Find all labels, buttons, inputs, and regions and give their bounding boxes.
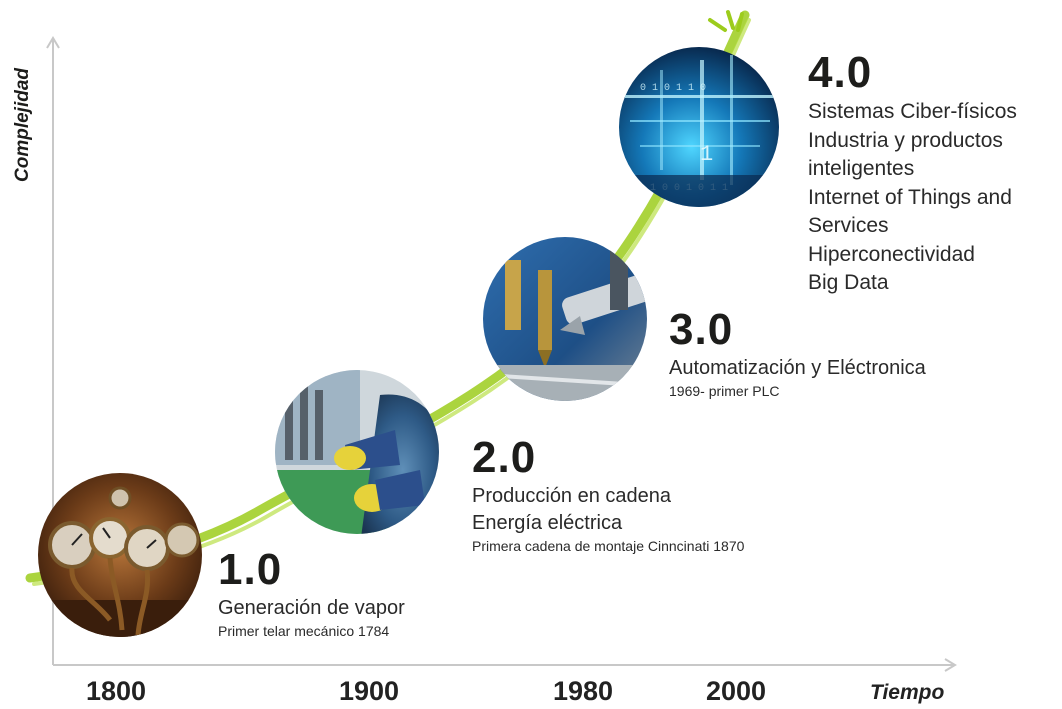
stage-number: 3.0 bbox=[669, 305, 734, 354]
stage-line: Sistemas Ciber-físicos bbox=[808, 100, 1017, 123]
stage-1-block: 1.0 Generación de vapor Primer telar mec… bbox=[218, 547, 405, 640]
y-axis-label: Complejidad bbox=[8, 55, 38, 195]
x-tick-label: 1900 bbox=[339, 676, 400, 706]
stage-note: Primer telar mecánico 1784 bbox=[218, 623, 390, 639]
stage-3-block: 3.0 Automatización y Eléctronica 1969- p… bbox=[669, 307, 926, 400]
svg-text:1: 1 bbox=[700, 142, 713, 167]
stage-line: Automatización y Eléctronica bbox=[669, 357, 926, 379]
stage-2-block: 2.0 Producción en cadena Energía eléctri… bbox=[472, 435, 744, 555]
stage-4-block: 4.0 Sistemas Ciber-físicos Industria y p… bbox=[808, 50, 1017, 298]
stage-line: Hiperconectividad bbox=[808, 242, 975, 266]
x-axis-label: Tiempo bbox=[870, 681, 945, 704]
steam-gauges-photo bbox=[38, 473, 202, 637]
stage-line: Industria y productos bbox=[808, 128, 1003, 152]
stage-number: 4.0 bbox=[808, 48, 873, 97]
stage-note: Primera cadena de montaje Cinncinati 187… bbox=[472, 538, 745, 554]
digital-data-photo: 0 1 0 1 1 0 1 1 0 0 1 0 1 1 bbox=[619, 47, 779, 207]
x-tick-label: 1980 bbox=[553, 676, 614, 706]
stage-line: Big Data bbox=[808, 271, 889, 294]
stage-line: Producción en cadena bbox=[472, 485, 672, 507]
y-axis-label-text: Complejidad bbox=[12, 67, 33, 183]
stage-line: inteligentes bbox=[808, 157, 915, 180]
stage-line: Services bbox=[808, 214, 889, 237]
assembly-line-worker-photo bbox=[275, 370, 439, 534]
stage-note: 1969- primer PLC bbox=[669, 383, 780, 399]
x-tick-label: 1800 bbox=[86, 676, 147, 706]
stage-line: Internet of Things and bbox=[808, 185, 1012, 209]
stage-line: Generación de vapor bbox=[218, 597, 405, 619]
stage-line: Energía eléctrica bbox=[472, 512, 623, 534]
svg-text:0 1 0 1 1 0: 0 1 0 1 1 0 bbox=[640, 83, 706, 94]
stage-number: 2.0 bbox=[472, 433, 537, 482]
stage-number: 1.0 bbox=[218, 545, 283, 594]
y-axis-arrow-icon bbox=[46, 36, 60, 49]
x-tick-label: 2000 bbox=[706, 676, 767, 706]
x-axis-arrow-icon bbox=[944, 658, 957, 672]
